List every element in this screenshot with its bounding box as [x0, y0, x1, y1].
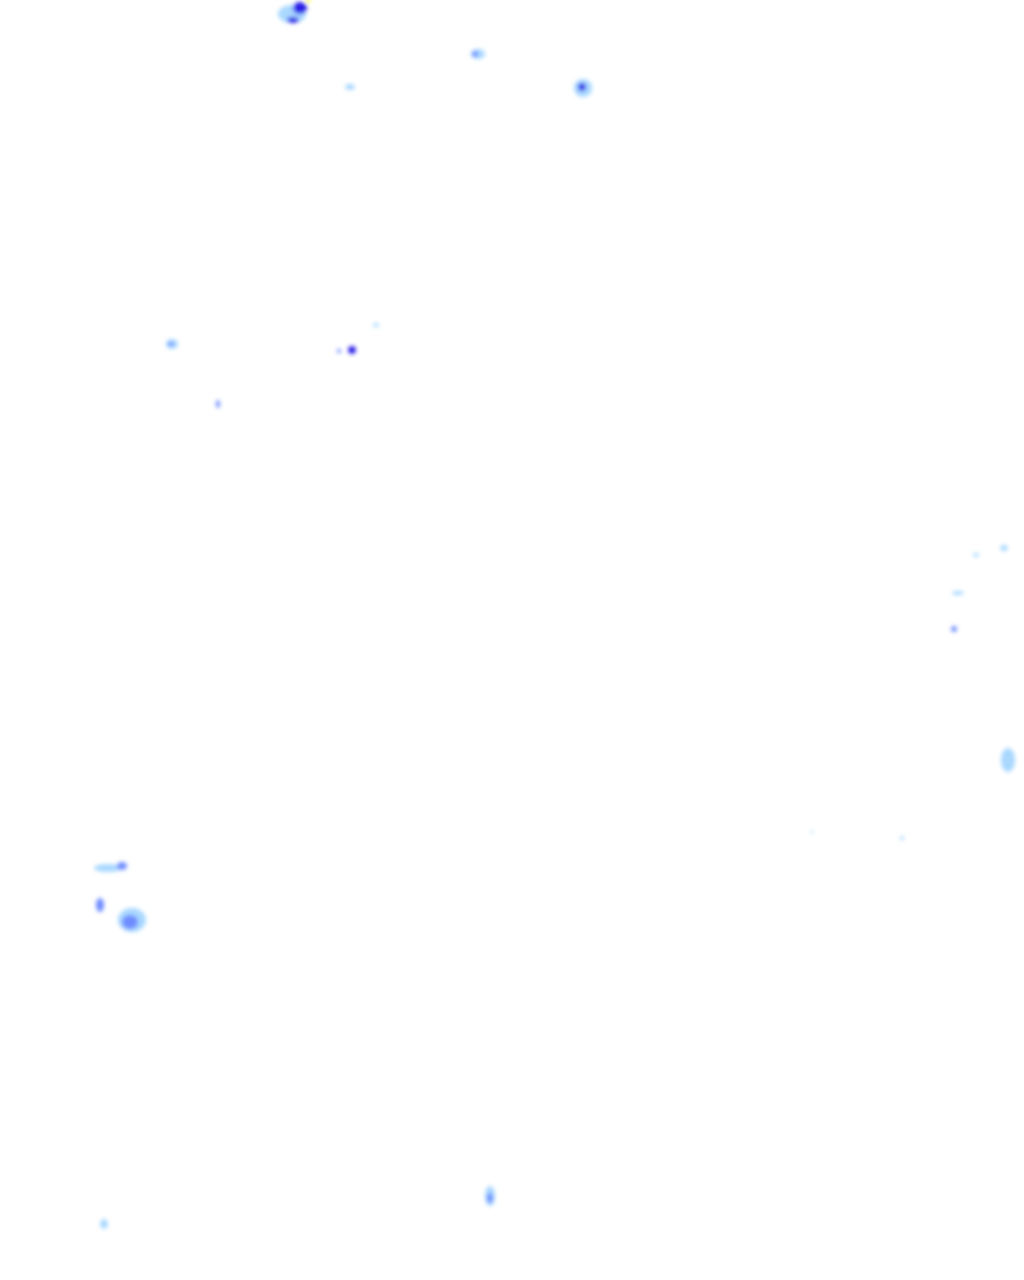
precipitation-cell-heavy: [578, 83, 586, 91]
precipitation-cell-heavy: [348, 346, 356, 354]
precipitation-cell-light: [100, 1219, 108, 1229]
precipitation-cell-moderate: [117, 862, 127, 870]
precipitation-cell-extreme: [306, 0, 310, 3]
precipitation-cell-light: [810, 831, 814, 833]
precipitation-cell-heavy: [287, 17, 299, 23]
precipitation-cell-moderate: [472, 51, 478, 57]
precipitation-cell-light: [373, 323, 379, 327]
precipitation-cell-heavy: [293, 2, 307, 14]
precipitation-cell-light: [94, 864, 122, 872]
precipitation-cell-light: [345, 84, 355, 90]
precipitation-cell-moderate: [337, 349, 341, 353]
precipitation-cell-moderate: [216, 400, 220, 408]
precipitation-cell-moderate: [487, 1193, 493, 1203]
precipitation-cell-moderate: [122, 915, 138, 929]
precipitation-cell-moderate: [168, 342, 174, 346]
precipitation-cell-light: [900, 836, 904, 840]
precipitation-cell-light: [952, 591, 964, 595]
precipitation-cell-light: [1000, 545, 1008, 551]
precipitation-cell-light: [1001, 748, 1015, 772]
precipitation-cell-moderate: [96, 898, 104, 912]
precipitation-cell-light: [973, 553, 979, 557]
precipitation-cell-moderate: [951, 626, 957, 632]
